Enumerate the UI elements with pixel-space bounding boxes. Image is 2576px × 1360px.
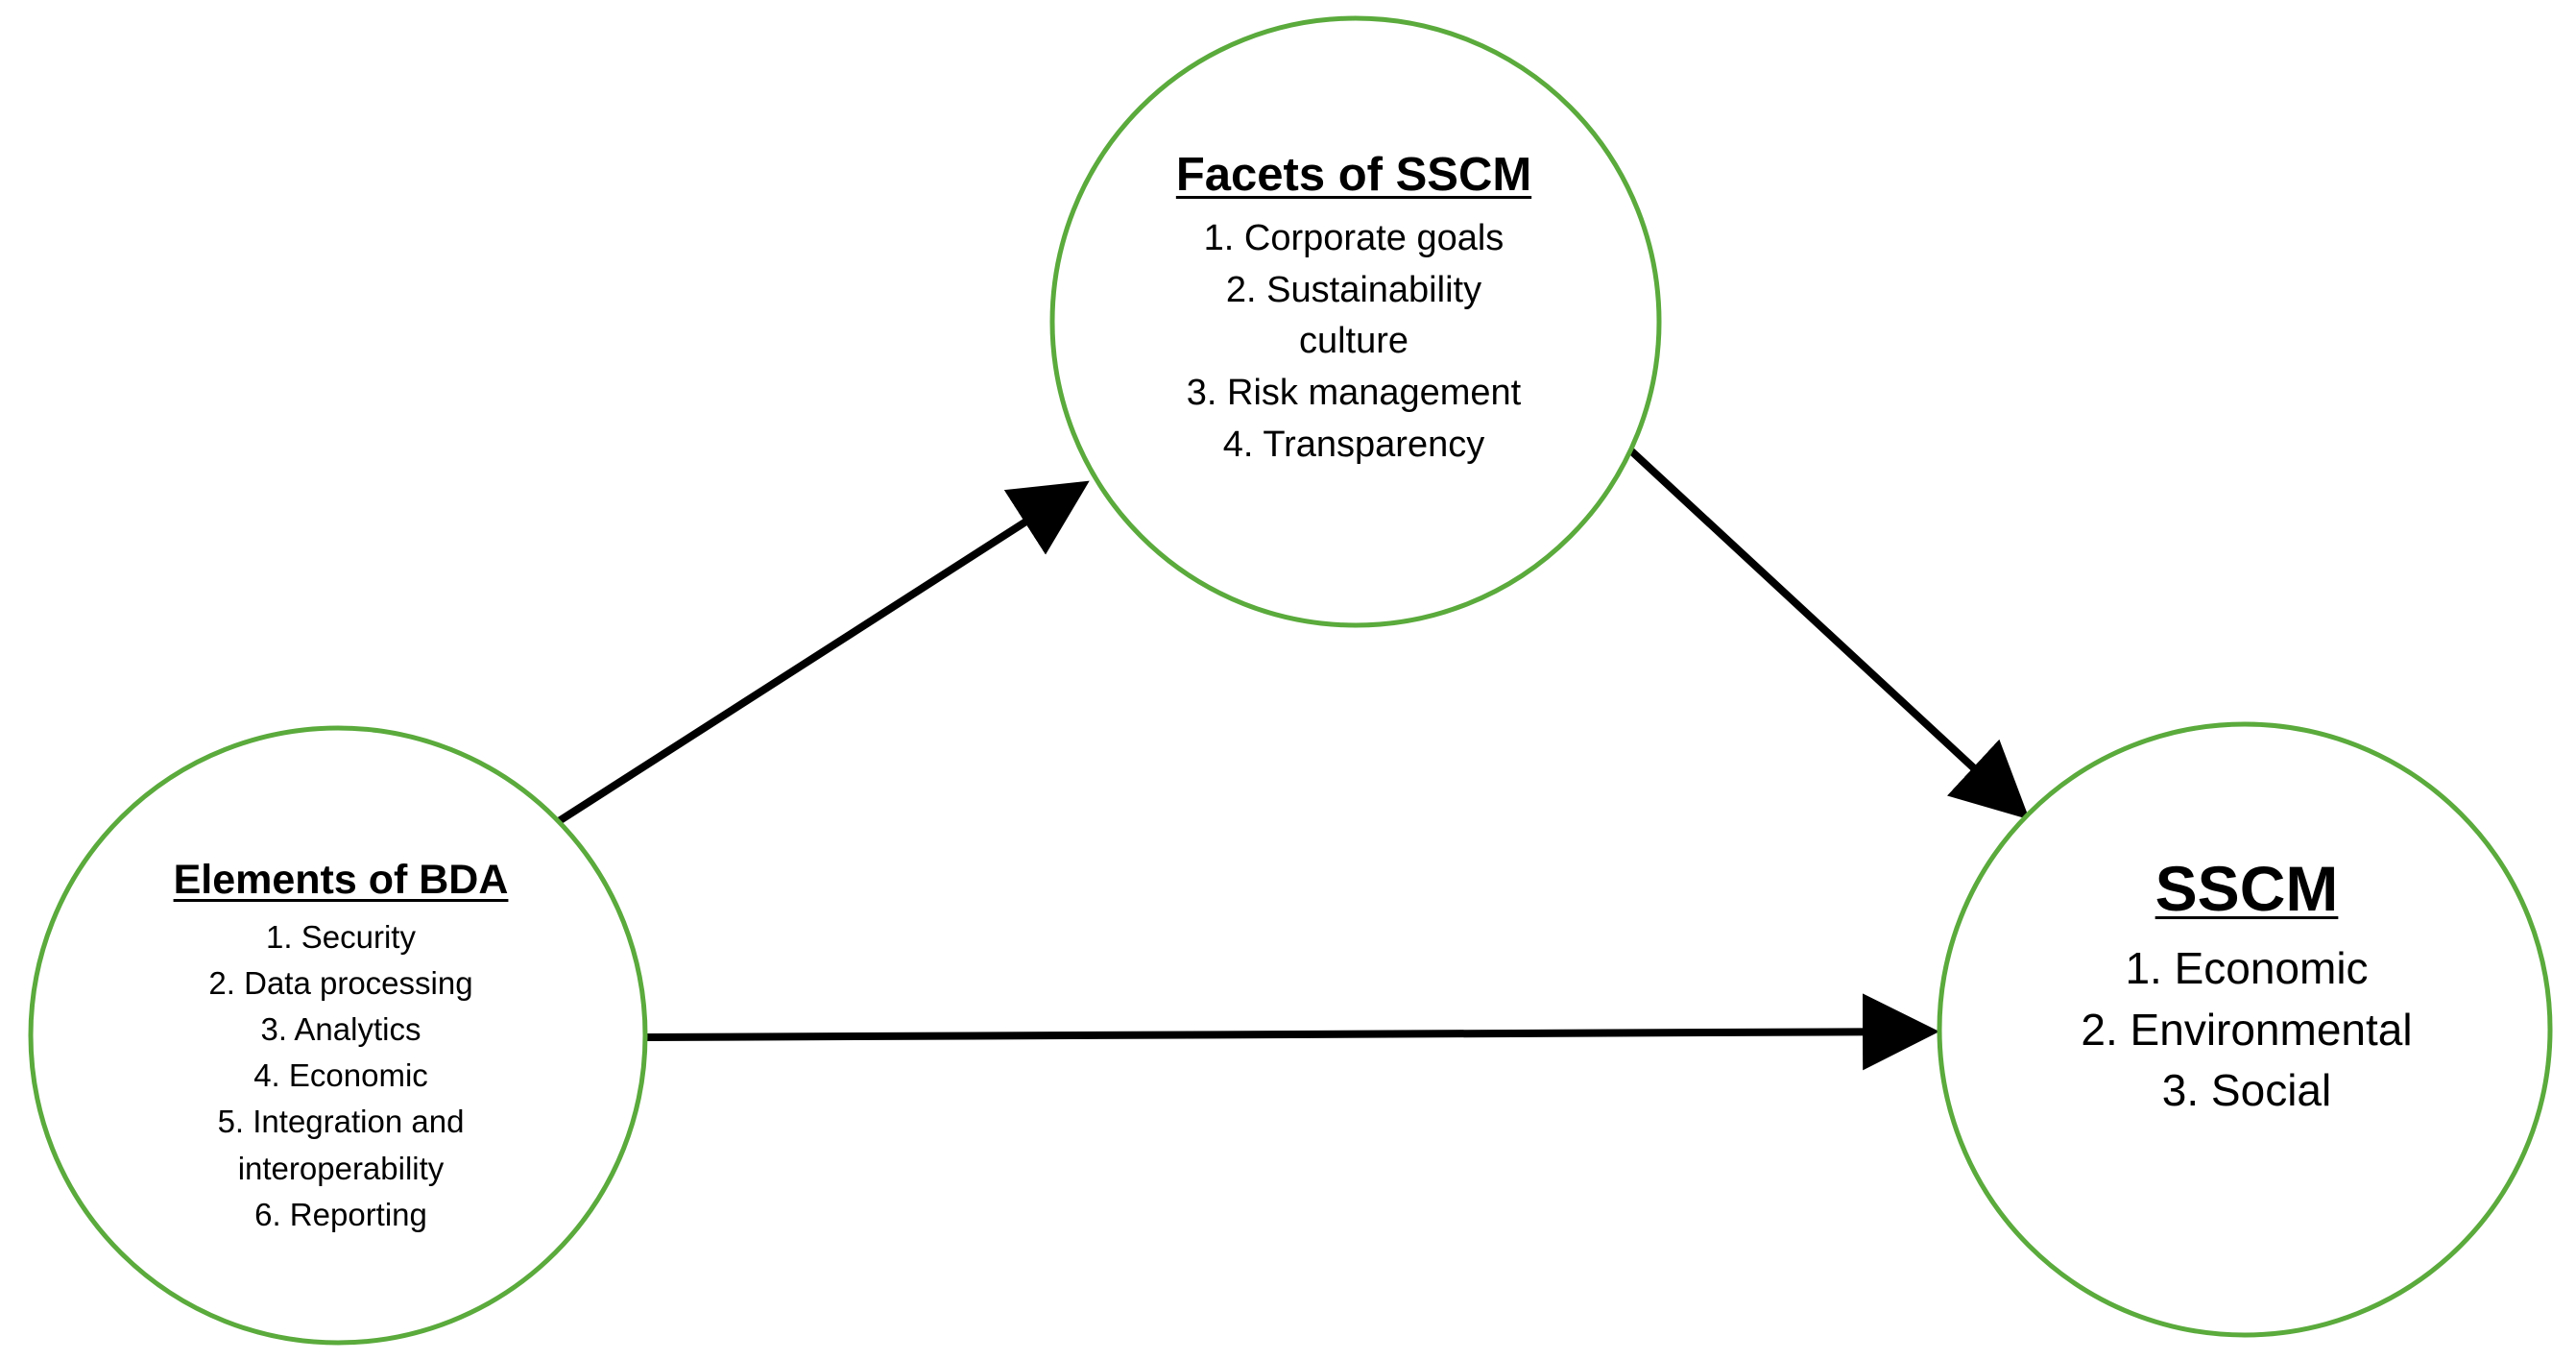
arrow-bda-to-sscm [646,993,1939,1071]
node-bda-list: 1. Security 2. Data processing 3. Analyt… [82,914,600,1238]
arrow-facets-to-sscm [1622,442,2030,820]
list-item: 6. Reporting [254,1196,427,1232]
node-sscm-title: SSCM [2155,853,2339,924]
list-item: 2. Environmental [2081,1004,2413,1055]
node-sscm-list: 1. Economic 2. Environmental 3. Social [1997,938,2496,1121]
list-item: 1. Economic [2125,943,2369,994]
node-facets-title: Facets of SSCM [1175,149,1532,201]
node-facets: Facets of SSCM 1. Corporate goals 2. Sus… [1075,142,1632,472]
node-circle-facets [1049,15,1662,628]
arrow-bda-to-facets [556,480,1090,825]
node-sscm: SSCM 1. Economic 2. Environmental 3. Soc… [1997,845,2496,1121]
list-item: 2. Sustainability [1225,269,1482,310]
node-bda: Elements of BDA 1. Security 2. Data proc… [82,850,600,1238]
list-item: 3. Analytics [260,1011,421,1048]
node-circle-bda [28,725,648,1346]
node-bda-title: Elements of BDA [173,857,509,903]
node-facets-list: 1. Corporate goals 2. Sustainability cul… [1075,213,1632,473]
list-item: 3. Risk management [1186,373,1522,414]
list-item: 2. Data processing [208,964,473,1001]
node-circle-sscm [1937,721,2553,1338]
list-item: 4. Economic [253,1057,428,1094]
list-item: culture [1298,321,1409,362]
list-item: 3. Social [2161,1065,2332,1116]
list-item: 1. Security [266,918,416,955]
list-item: interoperability [237,1150,445,1186]
list-item: 1. Corporate goals [1203,217,1505,258]
list-item: 5. Integration and [217,1104,465,1140]
list-item: 4. Transparency [1222,425,1485,466]
